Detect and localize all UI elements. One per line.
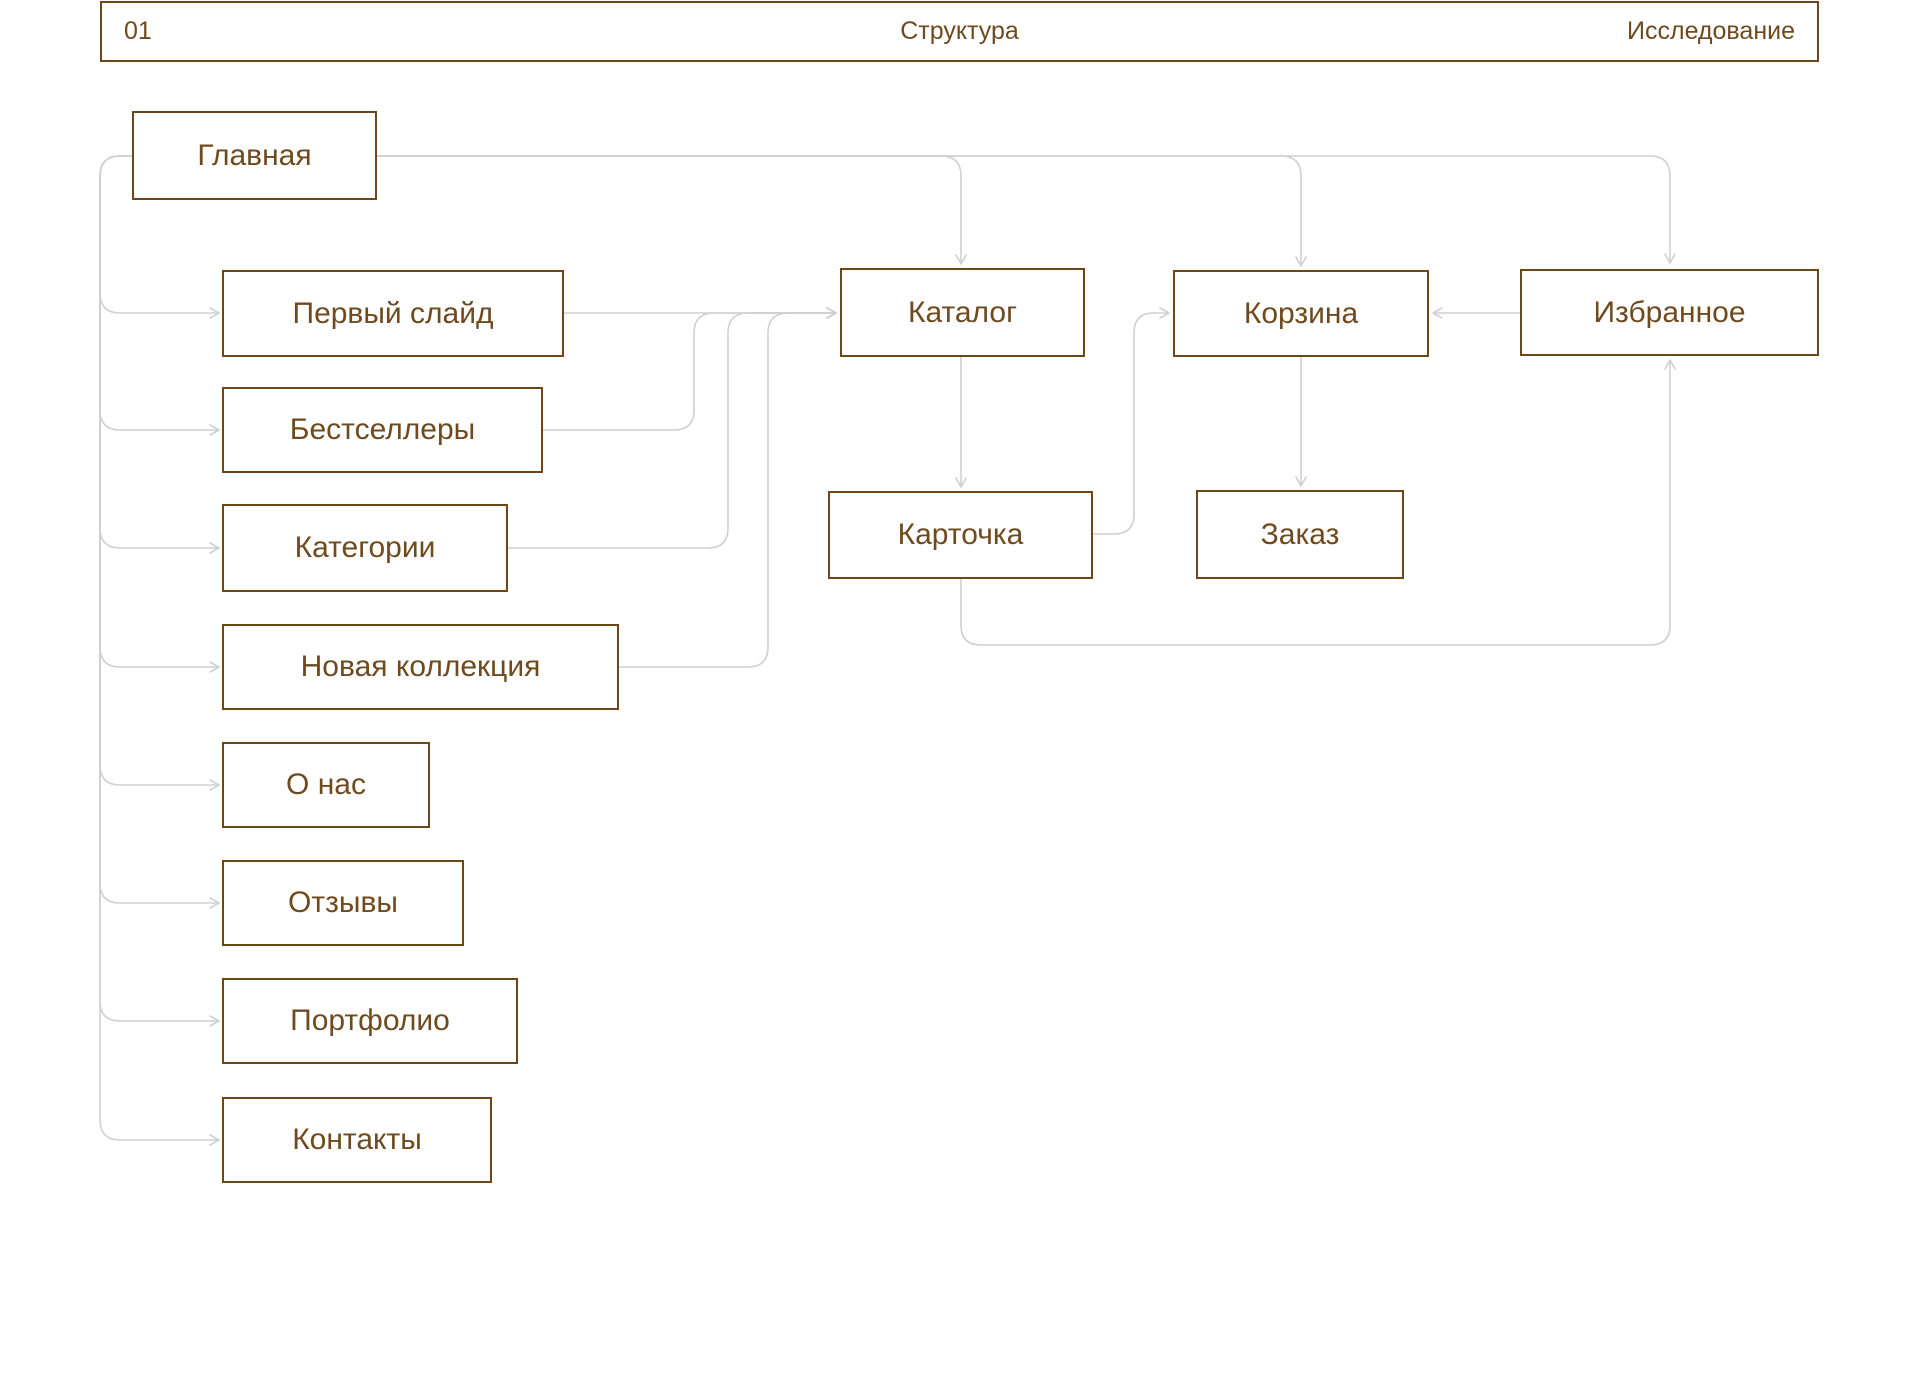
connector-izbrannoe-to-korzina bbox=[1432, 307, 1521, 319]
connector-bestsellery-to-katalog bbox=[542, 307, 837, 431]
connector-glavnaya-to-kategorii bbox=[99, 155, 220, 554]
node-label: Карточка bbox=[897, 518, 1024, 551]
connector-katalog-to-kartochka bbox=[955, 356, 967, 488]
connector-glavnaya-to-o-nas bbox=[99, 155, 220, 791]
node-label: Портфолио bbox=[290, 1004, 450, 1037]
node-label: Заказ bbox=[1260, 517, 1340, 551]
node-izbrannoe[interactable]: Избранное bbox=[1520, 269, 1819, 356]
node-label: Бестселлеры bbox=[289, 413, 476, 446]
connector-glavnaya-to-novaya-kollekciya bbox=[99, 155, 220, 673]
node-katalog[interactable]: Каталог bbox=[840, 268, 1085, 357]
connector-glavnaya-to-katalog bbox=[376, 155, 967, 265]
node-portfolio[interactable]: Портфолио bbox=[222, 978, 518, 1064]
connector-glavnaya-to-kontakty bbox=[99, 155, 220, 1146]
connector-glavnaya-to-izbrannoe bbox=[376, 155, 1676, 264]
node-kontakty[interactable]: Контакты bbox=[222, 1097, 492, 1183]
connector-glavnaya-to-portfolio bbox=[99, 155, 220, 1027]
node-korzina[interactable]: Корзина bbox=[1173, 270, 1429, 357]
connector-kartochka-to-izbrannoe bbox=[960, 359, 1676, 646]
node-label: Первый слайд bbox=[292, 296, 494, 330]
connector-novaya-kollekciya-to-katalog bbox=[618, 307, 837, 668]
connector-glavnaya-to-korzina bbox=[376, 155, 1307, 267]
node-label: Избранное bbox=[1593, 295, 1746, 329]
node-label: Корзина bbox=[1243, 296, 1359, 330]
node-label: Отзывы bbox=[288, 886, 398, 919]
connector-kartochka-to-korzina bbox=[1092, 307, 1170, 535]
node-o-nas[interactable]: О нас bbox=[222, 742, 430, 828]
header-subtitle: Исследование bbox=[1627, 17, 1795, 45]
node-kartochka[interactable]: Карточка bbox=[828, 491, 1093, 579]
connector-glavnaya-to-otzyvy bbox=[99, 155, 220, 909]
node-kategorii[interactable]: Категории bbox=[222, 504, 508, 592]
node-zakaz[interactable]: Заказ bbox=[1196, 490, 1404, 579]
node-glavnaya[interactable]: Главная bbox=[132, 111, 377, 200]
node-perviy-slayd[interactable]: Первый слайд bbox=[222, 270, 564, 357]
node-label: Категории bbox=[294, 531, 436, 564]
slide-number: 01 bbox=[124, 17, 152, 45]
node-novaya-kollekciya[interactable]: Новая коллекция bbox=[222, 624, 619, 710]
node-label: О нас bbox=[286, 768, 366, 801]
node-label: Новая коллекция bbox=[300, 650, 541, 683]
node-bestsellery[interactable]: Бестселлеры bbox=[222, 387, 543, 473]
node-label: Контакты bbox=[292, 1123, 422, 1156]
node-otzyvy[interactable]: Отзывы bbox=[222, 860, 464, 946]
node-label: Каталог bbox=[907, 295, 1018, 329]
node-label: Главная bbox=[197, 138, 312, 172]
connector-korzina-to-zakaz bbox=[1295, 356, 1307, 487]
